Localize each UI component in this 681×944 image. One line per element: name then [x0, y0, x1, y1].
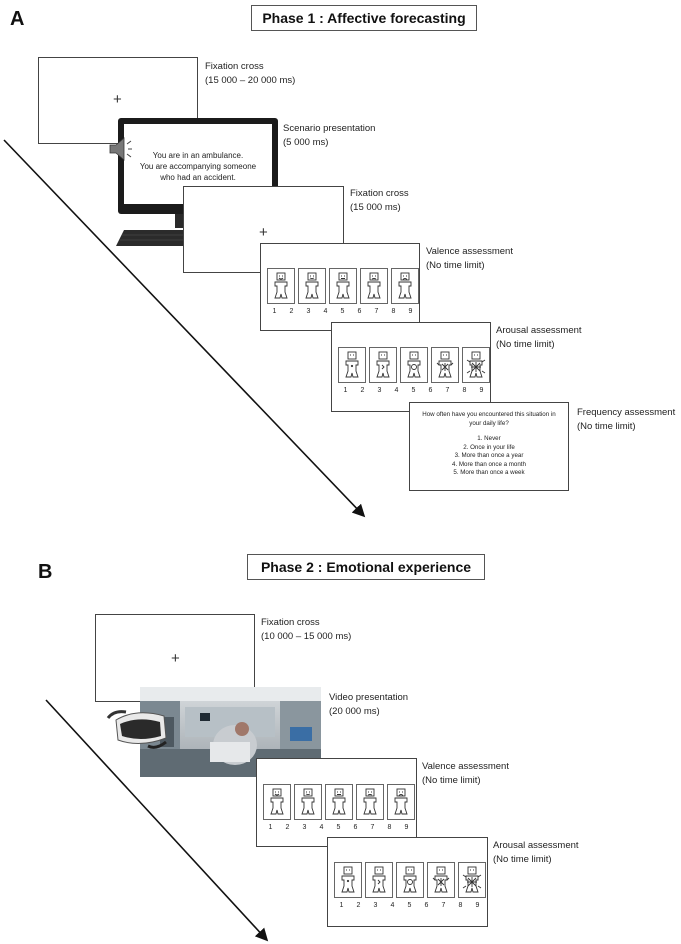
sam-figure: [396, 862, 424, 898]
sam-figure: [360, 268, 388, 304]
valence-label-b: Valence assessment (No time limit): [422, 761, 509, 786]
frequency-option: 4. More than once a month: [452, 460, 526, 468]
fixation-label-b: Fixation cross (10 000 – 15 000 ms): [261, 617, 352, 642]
frequency-option: 5. More than once a week: [453, 469, 525, 476]
sam-figure: [329, 268, 357, 304]
phase-1-title: Phase 1 : Affective forecasting: [251, 5, 477, 31]
frequency-label: Frequency assessment (No time limit): [577, 407, 676, 432]
valence-sam-row: [267, 268, 419, 304]
sam-figure: [369, 347, 397, 383]
arousal-sam-row: [338, 347, 490, 383]
frequency-screen: How often have you encountered this situ…: [409, 402, 569, 491]
arousal-sam-row: [334, 862, 486, 898]
sam-figure: [338, 347, 366, 383]
sam-figure: [391, 268, 419, 304]
scenario-line-2: You are accompanying someone: [139, 162, 257, 171]
sam-figure: [298, 268, 326, 304]
sam-figure: [325, 784, 353, 820]
frequency-question-line-2: your daily life?: [469, 419, 509, 427]
sam-figure: [267, 268, 295, 304]
sam-figure: [294, 784, 322, 820]
frequency-option: 2. Once in your life: [463, 443, 515, 451]
scenario-line-1: You are in an ambulance.: [152, 151, 244, 160]
video-label: Video presentation (20 000 ms): [329, 692, 409, 717]
fixation-cross: +: [259, 224, 268, 241]
sam-figure: [431, 347, 459, 383]
sam-figure: [334, 862, 362, 898]
scenario-line-3: who had an accident.: [160, 173, 236, 182]
frequency-option: 1. Never: [477, 435, 501, 442]
valence-sam-row: [263, 784, 415, 820]
fixation2-label-a: Fixation cross (15 000 ms): [350, 188, 409, 213]
sam-figure: [462, 347, 490, 383]
phase-2-title: Phase 2 : Emotional experience: [247, 554, 485, 580]
fixation-cross: +: [113, 91, 122, 108]
panel-b-letter: B: [38, 561, 53, 583]
fixation-cross: +: [171, 650, 180, 667]
sam-figure: [263, 784, 291, 820]
frequency-question-line-1: How often have you encountered this situ…: [422, 411, 556, 418]
sam-figure: [365, 862, 393, 898]
frequency-option: 3. More than once a year: [454, 452, 524, 459]
valence-label-a: Valence assessment (No time limit): [426, 246, 513, 271]
sam-figure: [356, 784, 384, 820]
sam-figure: [387, 784, 415, 820]
sam-figure: [400, 347, 428, 383]
arousal-label-b: Arousal assessment (No time limit): [493, 840, 579, 865]
arousal-label-a: Arousal assessment (No time limit): [496, 325, 582, 350]
sam-figure: [458, 862, 486, 898]
vr-headset-icon: [106, 710, 167, 749]
fixation-label-a: Fixation cross (15 000 – 20 000 ms): [205, 61, 296, 86]
speaker-icon: [109, 137, 132, 161]
scenario-label: Scenario presentation (5 000 ms): [283, 123, 376, 148]
panel-a-letter: A: [10, 8, 25, 30]
sam-figure: [427, 862, 455, 898]
